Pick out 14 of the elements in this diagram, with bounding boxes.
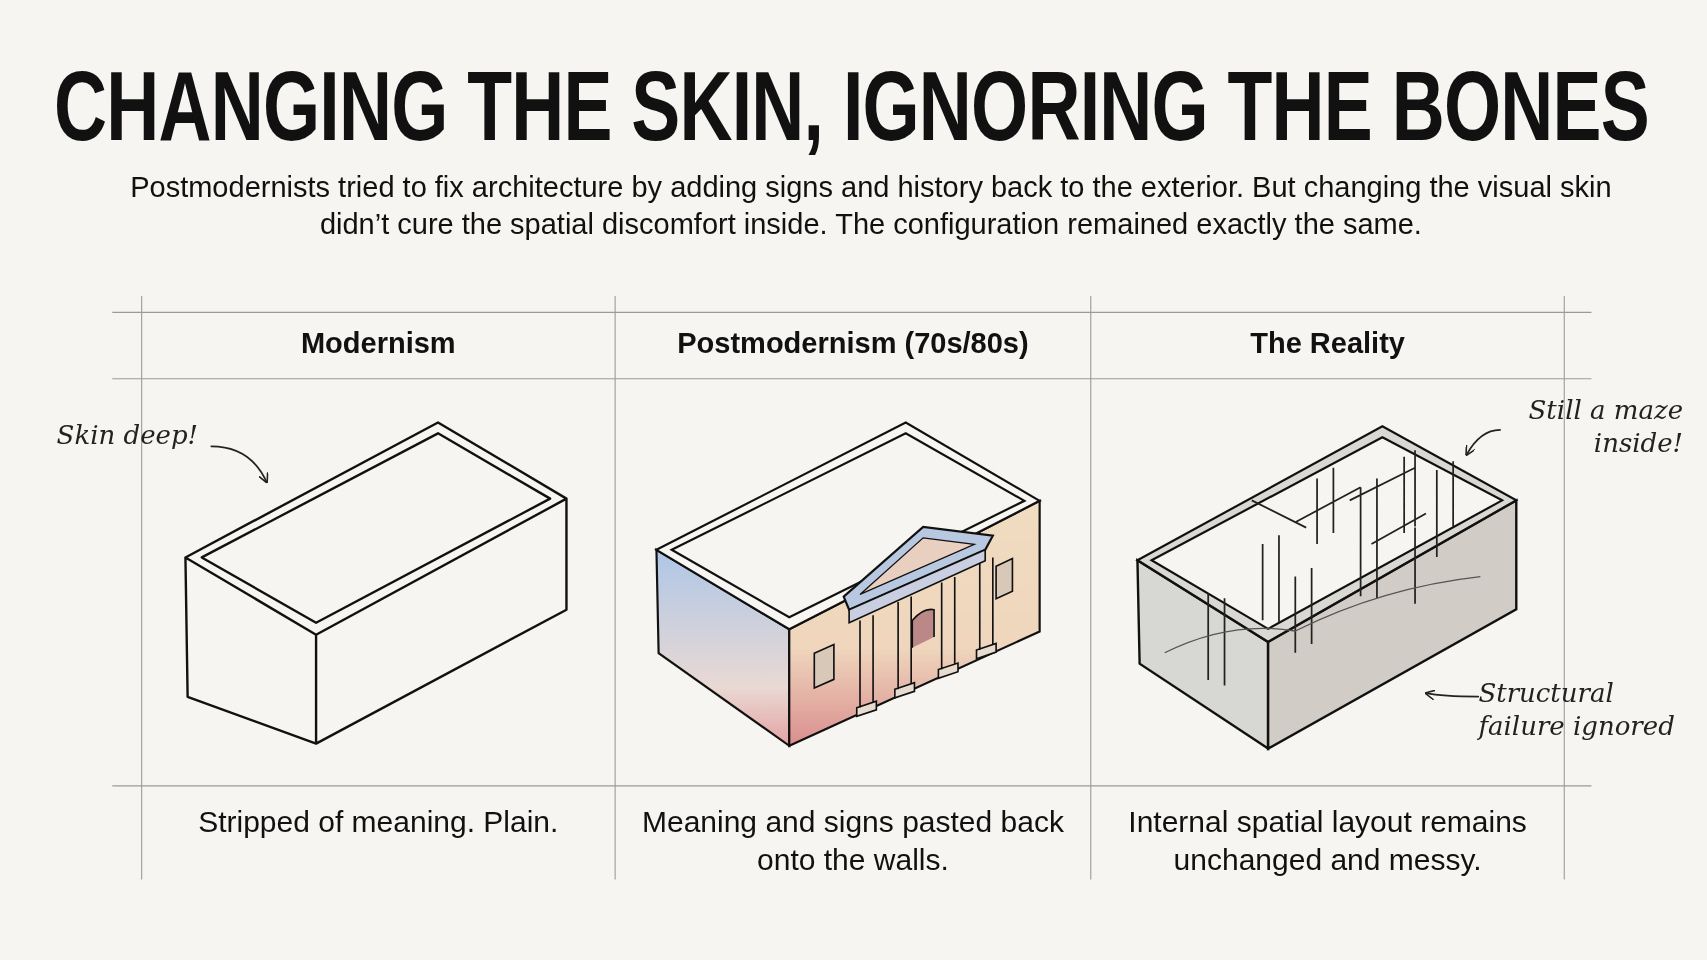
annotation-text: Still a maze inside! [1500, 394, 1684, 460]
description-text: Internal spatial layout remains unchanged and messy. [1127, 804, 1528, 878]
title: CHANGING THE SKIN, IGNORING THE BONES [54, 56, 1650, 155]
curved-arrow [1424, 689, 1480, 701]
description-text: Meaning and signs pasted back onto the walls. [640, 804, 1065, 878]
annotation-text: Skin deep! [56, 419, 212, 452]
column-header: Modernism [299, 326, 457, 360]
description-text: Stripped of meaning. Plain. [197, 804, 560, 841]
column-header: The Reality [1249, 326, 1406, 360]
curved-arrow [210, 445, 268, 484]
annotation-text: Structural failure ignored [1478, 677, 1688, 743]
curved-arrow [1465, 429, 1501, 457]
subtitle: Postmodernists tried to fix architecture by adding signs and history back to the exterior. But changing the visual skin didn’t cure the spatial discomfort inside. The configuration remained exactly the same. [129, 169, 1613, 243]
column-header: Postmodernism (70s/80s) [676, 326, 1030, 360]
